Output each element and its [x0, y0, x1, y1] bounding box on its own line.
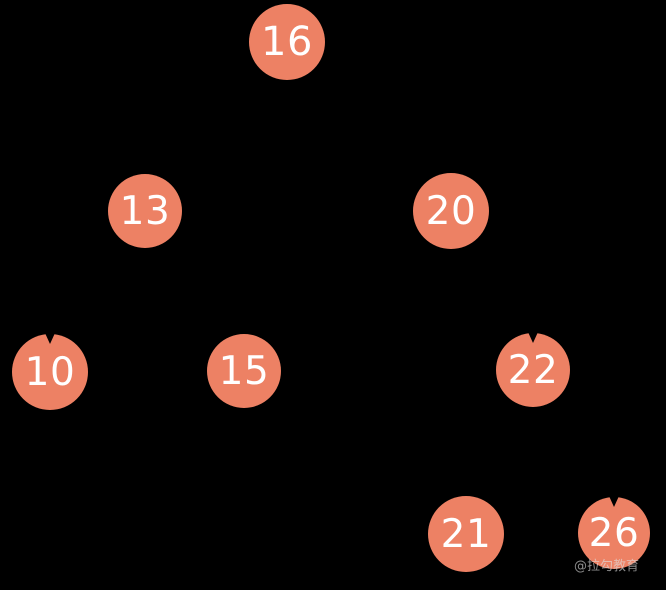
tree-node-label: 21: [440, 511, 492, 557]
tree-node[interactable]: 20: [413, 173, 489, 249]
tree-node[interactable]: 15: [207, 334, 281, 408]
edge-arrowhead-notch-icon: [528, 332, 538, 343]
tree-node[interactable]: 16: [249, 4, 325, 80]
tree-node-label: 16: [261, 19, 313, 65]
edge-arrowhead-notch-icon: [609, 496, 619, 507]
tree-node-label: 13: [119, 188, 171, 234]
watermark-label: @拉勾教育: [574, 559, 640, 574]
tree-node-label: 15: [218, 348, 270, 394]
tree-node[interactable]: 13: [108, 174, 182, 248]
tree-node[interactable]: 26: [578, 496, 650, 569]
tree-node-label: 22: [507, 347, 559, 393]
tree-node[interactable]: 10: [12, 333, 88, 410]
edge-arrowhead-notch-icon: [45, 333, 55, 344]
tree-node-label: 10: [24, 349, 76, 395]
tree-node-label: 26: [588, 510, 640, 556]
tree-node-label: 20: [425, 188, 477, 234]
tree-node[interactable]: 21: [428, 496, 504, 572]
tree-node[interactable]: 22: [496, 332, 570, 407]
